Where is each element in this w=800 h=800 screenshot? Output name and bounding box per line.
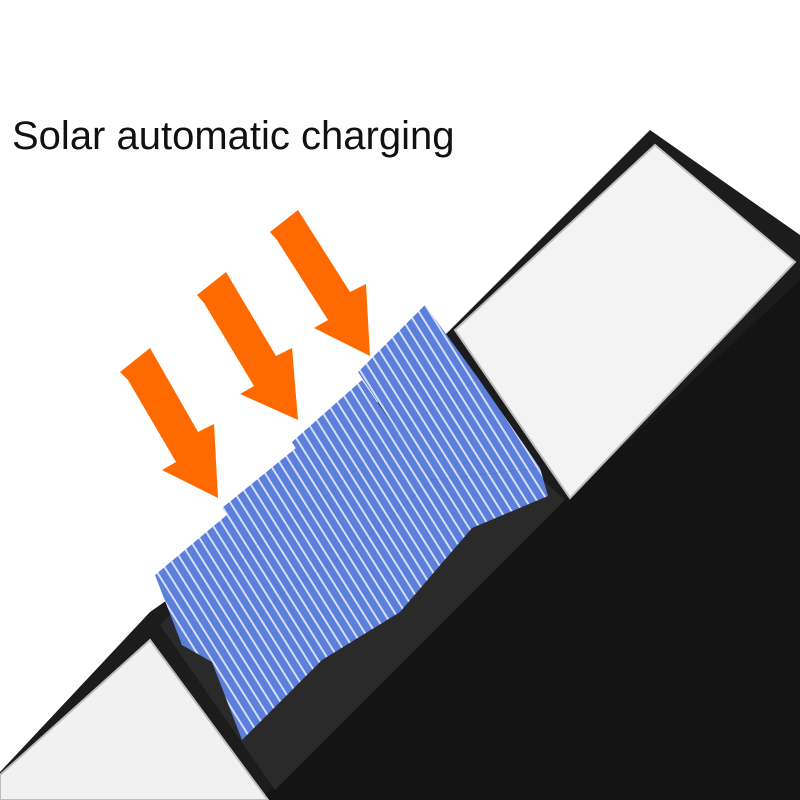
solar-cell (432, 468, 548, 528)
solar-cell (282, 548, 400, 660)
solar-cell (325, 432, 432, 548)
solar-cell (252, 497, 355, 594)
solar-cell (358, 305, 478, 432)
lower-lens (0, 638, 270, 800)
sun-arrows (120, 210, 370, 498)
solar-cell (398, 378, 540, 480)
down-arrow-icon (120, 348, 218, 498)
down-arrow-icon (270, 210, 370, 356)
solar-cell (182, 548, 282, 662)
solar-panel (155, 305, 548, 740)
upper-lens (453, 143, 797, 500)
solar-cell (292, 380, 398, 497)
solar-cell (212, 594, 322, 740)
solar-cell (222, 448, 325, 548)
solar-cell (155, 514, 252, 645)
down-arrow-icon (197, 272, 298, 420)
solar-cell (355, 480, 472, 612)
caption-text: Solar automatic charging (12, 114, 455, 158)
